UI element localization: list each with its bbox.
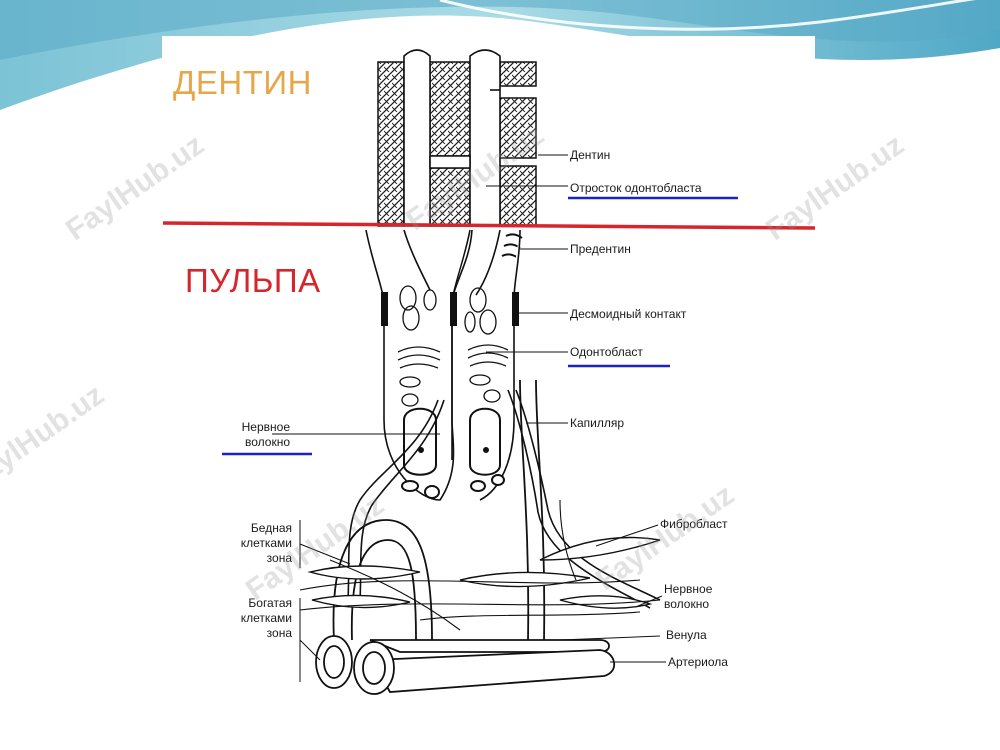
label-cell-poor-zone: Бедная клетками зона [240,521,292,565]
label-desmoid-contact: Десмоидный контакт [570,307,687,321]
desmoid-contacts [381,292,519,326]
venule-arteriole [315,635,615,695]
pulp-heading: ПУЛЬПА [185,262,321,299]
label-capillary: Капилляр [570,416,625,430]
dentin-layer [377,61,537,227]
label-venule: Венула [666,628,707,642]
odontoblast-processes [403,49,501,227]
header-banner [0,0,1000,113]
label-odontoblast: Одонтобласт [570,345,643,359]
label-odontoblast-process: Отросток одонтобласта [570,181,702,195]
label-cell-rich-zone: Богатая клетками зона [240,596,292,640]
odontoblast-cells [365,229,521,501]
label-nerve-fiber-right: Нервное волокно [664,582,713,611]
nuclei [401,407,505,499]
fiber-strands [299,499,661,631]
leader-lines [272,154,666,682]
dentin-heading: ДЕНТИН [173,64,312,101]
label-fibroblast: Фибробласт [660,517,728,531]
cell-organelles [397,285,509,407]
label-arteriole: Артериола [668,655,728,669]
label-predentin: Предентин [570,242,631,256]
label-nerve-fiber-left: Нервное волокно [241,420,290,449]
label-dentin: Дентин [570,148,611,162]
label-underlines [222,196,738,456]
dentin-pulp-boundary [162,221,816,230]
